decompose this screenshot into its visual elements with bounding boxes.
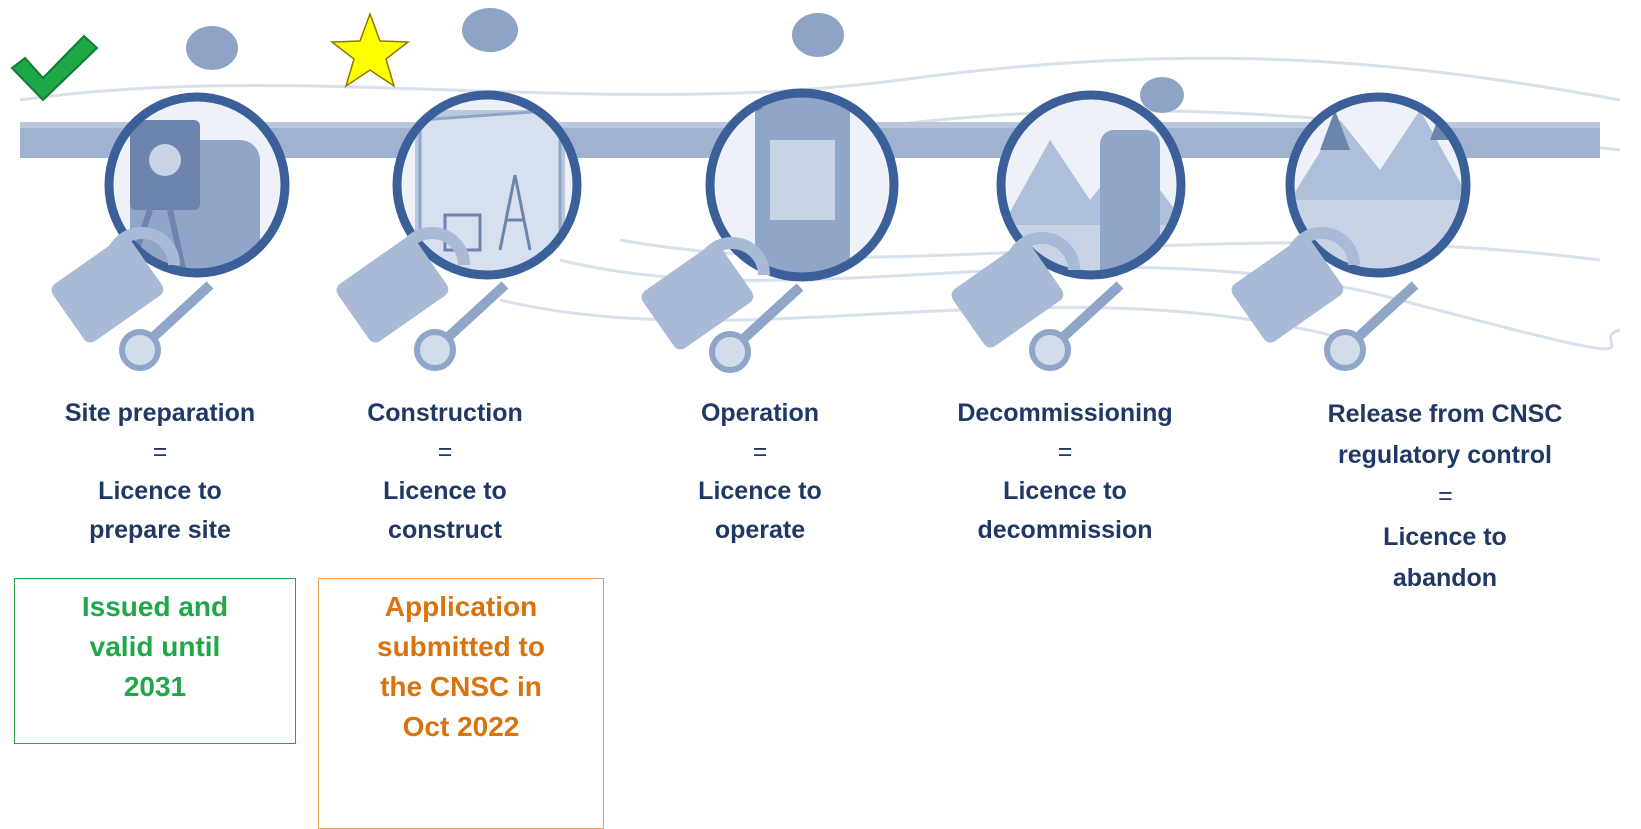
- lifecycle-illustration: [10, 8, 1621, 373]
- star-icon: [329, 11, 411, 88]
- licence-line1: Licence to: [98, 477, 222, 505]
- stage-label-construction: Construction = Licence to construct: [330, 394, 560, 550]
- equals-sign: =: [1057, 438, 1073, 466]
- licence-line1: Licence to: [1003, 477, 1127, 505]
- stage-title: Site preparation: [64, 399, 256, 427]
- stage-circle-operation: [705, 13, 899, 282]
- stage-label-site-preparation: Site preparation = Licence to prepare si…: [40, 394, 280, 550]
- key-icon: [414, 281, 509, 371]
- licence-line1: Licence to: [383, 477, 507, 505]
- licence-line2: construct: [388, 516, 502, 544]
- status-line4: Oct 2022: [402, 711, 520, 742]
- padlock-icon: [641, 237, 770, 350]
- equals-sign: =: [152, 438, 168, 466]
- hardhat-icon: [1140, 77, 1184, 113]
- stage-title: Decommissioning: [957, 399, 1173, 427]
- hardhat-icon: [462, 8, 518, 52]
- stage-circle-decommissioning: [996, 77, 1186, 280]
- licence-line2: prepare site: [89, 516, 231, 544]
- status-line1: Application: [384, 591, 538, 622]
- stage-title: Construction: [367, 399, 523, 427]
- key-icon: [1324, 281, 1419, 371]
- stage-label-decommissioning: Decommissioning = Licence to decommissio…: [940, 394, 1190, 550]
- equals-sign: =: [1437, 482, 1453, 510]
- status-box-construction: Application submitted to the CNSC in Oct…: [318, 578, 604, 829]
- equals-sign: =: [752, 438, 768, 466]
- stage-title-line1: Release from CNSC: [1327, 400, 1563, 428]
- status-line3: the CNSC in: [380, 671, 542, 702]
- stage-title-line2: regulatory control: [1338, 441, 1552, 469]
- padlock-icon: [51, 227, 180, 343]
- stage-circle-construction: [392, 8, 582, 280]
- status-line2: submitted to: [377, 631, 545, 662]
- licence-line2: decommission: [977, 516, 1153, 544]
- stage-label-release: Release from CNSC regulatory control = L…: [1275, 394, 1615, 599]
- stage-title: Operation: [700, 399, 820, 427]
- key-icon: [119, 281, 214, 371]
- check-icon: [10, 34, 99, 102]
- key-icon: [1029, 281, 1124, 371]
- licence-line1: Licence to: [698, 477, 822, 505]
- licence-line1: Licence to: [1383, 523, 1507, 551]
- licence-line2: abandon: [1392, 564, 1498, 592]
- padlock-icon: [951, 232, 1080, 348]
- hardhat-icon: [186, 26, 238, 70]
- equals-sign: =: [437, 438, 453, 466]
- status-line2: valid until: [89, 631, 221, 662]
- licence-line2: operate: [714, 516, 806, 544]
- padlock-icon: [336, 227, 470, 343]
- stage-label-operation: Operation = Licence to operate: [650, 394, 870, 550]
- padlock-icon: [1231, 227, 1360, 343]
- status-box-site-preparation: Issued and valid until 2031: [14, 578, 296, 744]
- hardhat-icon: [792, 13, 844, 57]
- key-icon: [709, 283, 804, 373]
- status-line3: 2031: [123, 671, 187, 702]
- status-line1: Issued and: [81, 591, 229, 622]
